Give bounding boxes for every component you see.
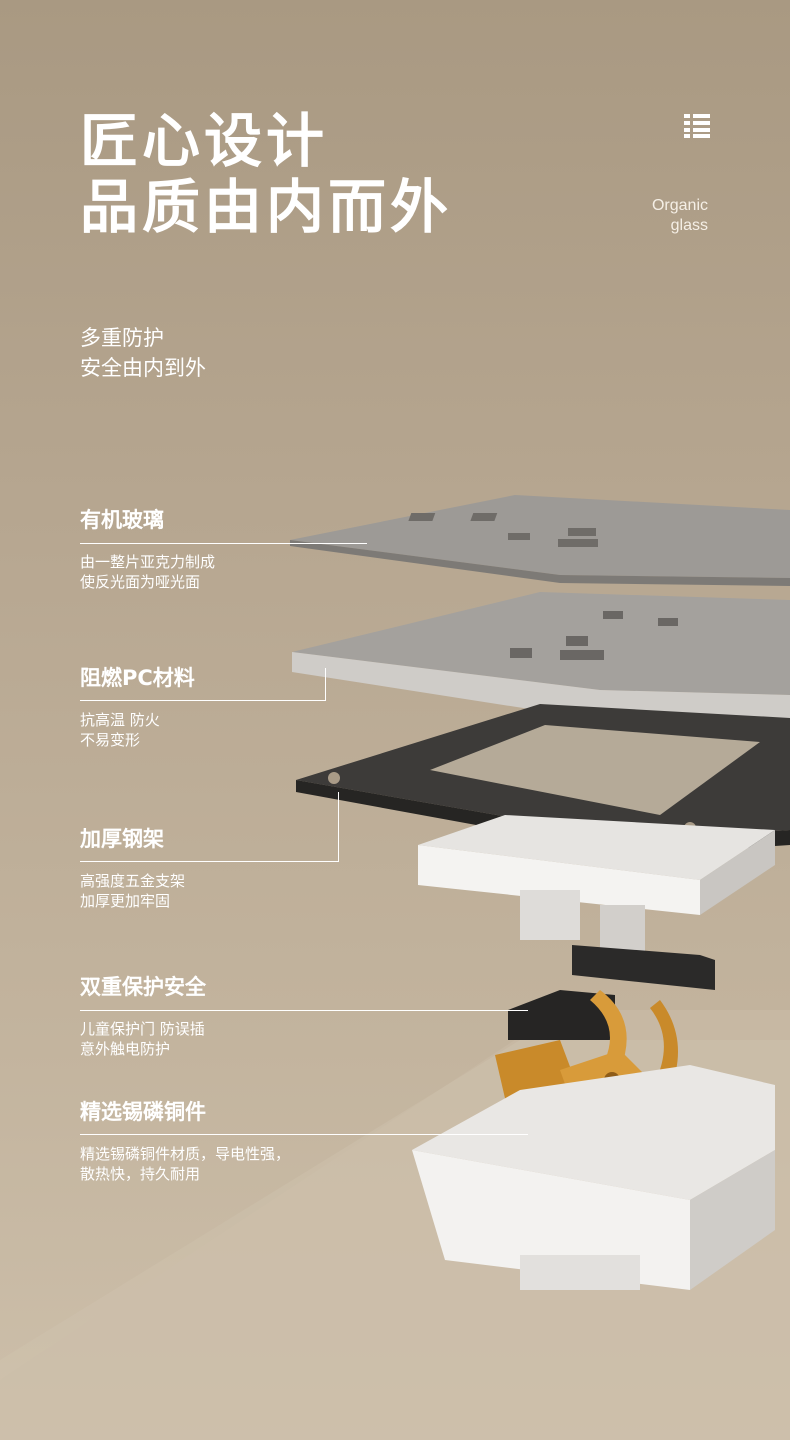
feature-desc-line: 儿童保护门 防误插 — [80, 1020, 205, 1038]
feature-desc: 抗高温 防火 不易变形 — [80, 710, 195, 750]
feature-organic-glass: 有机玻璃 由一整片亚克力制成 使反光面为哑光面 — [80, 506, 215, 592]
tagline: Organic glass — [652, 196, 708, 236]
safety-shutter — [508, 945, 715, 1040]
feature-desc: 由一整片亚克力制成 使反光面为哑光面 — [80, 552, 215, 592]
tagline-line-1: Organic — [651, 197, 708, 214]
intro-line-1: 多重防护 — [80, 326, 164, 350]
feature-double-protection: 双重保护安全 儿童保护门 防误插 意外触电防护 — [80, 973, 206, 1059]
feature-title: 双重保护安全 — [80, 975, 206, 999]
headline-line-1: 匠心设计 — [80, 107, 329, 175]
feature-desc: 高强度五金支架 加厚更加牢固 — [80, 871, 185, 911]
leader-line — [80, 1010, 528, 1011]
pc-base-module — [418, 815, 775, 955]
feature-desc-line: 由一整片亚克力制成 — [80, 553, 216, 571]
tagline-line-2: glass — [670, 217, 708, 234]
leader-line-vertical — [325, 668, 326, 700]
feature-pc-material: 阻燃PC材料 抗高温 防火 不易变形 — [80, 664, 195, 750]
headline-line-2: 品质由内而外 — [80, 173, 453, 241]
feature-title: 阻燃PC材料 — [80, 666, 195, 690]
feature-desc-line: 散热快，持久耐用 — [80, 1165, 201, 1183]
leader-line — [80, 1134, 528, 1135]
feature-desc-line: 精选锡磷铜件材质，导电性强， — [80, 1145, 291, 1163]
feature-desc-line: 不易变形 — [80, 731, 141, 749]
feature-desc-line: 使反光面为哑光面 — [80, 573, 201, 591]
feature-title: 精选锡磷铜件 — [80, 1100, 206, 1124]
feature-desc-line: 加厚更加牢固 — [80, 892, 171, 910]
flame-retardant-pc-panel — [292, 592, 790, 720]
feature-desc-line: 抗高温 防火 — [80, 711, 160, 729]
feature-steel-frame: 加厚钢架 高强度五金支架 加厚更加牢固 — [80, 825, 185, 911]
feature-desc-line: 意外触电防护 — [80, 1040, 171, 1058]
feature-title: 加厚钢架 — [80, 827, 164, 851]
feature-desc-line: 高强度五金支架 — [80, 872, 186, 890]
intro-text: 多重防护 安全由内到外 — [80, 323, 206, 383]
leader-line-vertical — [338, 792, 339, 861]
organic-glass-panel — [290, 495, 790, 586]
intro-line-2: 安全由内到外 — [80, 356, 206, 380]
leader-line — [80, 543, 367, 544]
feature-desc: 精选锡磷铜件材质，导电性强， 散热快，持久耐用 — [80, 1144, 290, 1184]
list-grid-icon — [684, 114, 710, 138]
leader-line — [80, 700, 326, 701]
bottom-housing — [412, 1065, 775, 1290]
leader-line — [80, 861, 339, 862]
feature-copper-parts: 精选锡磷铜件 精选锡磷铜件材质，导电性强， 散热快，持久耐用 — [80, 1098, 290, 1184]
feature-title: 有机玻璃 — [80, 508, 164, 532]
feature-desc: 儿童保护门 防误插 意外触电防护 — [80, 1019, 206, 1059]
headline: 匠心设计 品质由内而外 — [80, 108, 452, 240]
